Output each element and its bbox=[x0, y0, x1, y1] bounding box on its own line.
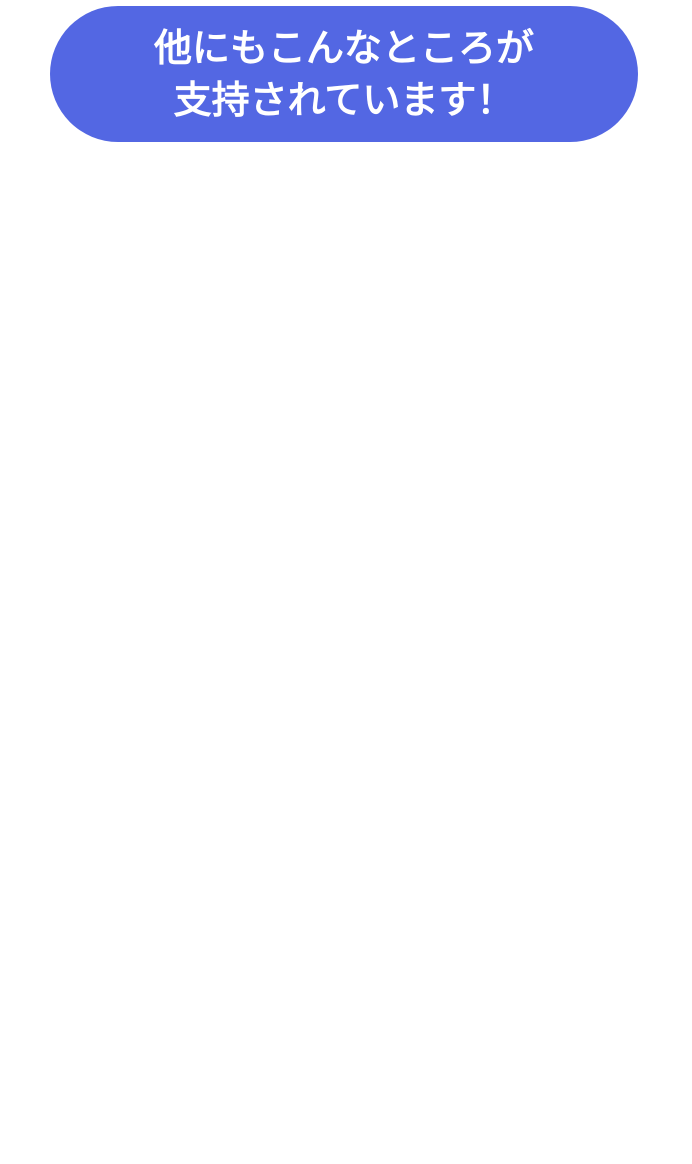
section-heading-banner: 他にもこんなところが 支持されています！ bbox=[50, 6, 638, 142]
banner-title-line-2: 支持されています！ bbox=[173, 78, 515, 122]
blank-content-area bbox=[0, 142, 692, 1164]
banner-title-line-1: 他にもこんなところが bbox=[153, 26, 534, 70]
